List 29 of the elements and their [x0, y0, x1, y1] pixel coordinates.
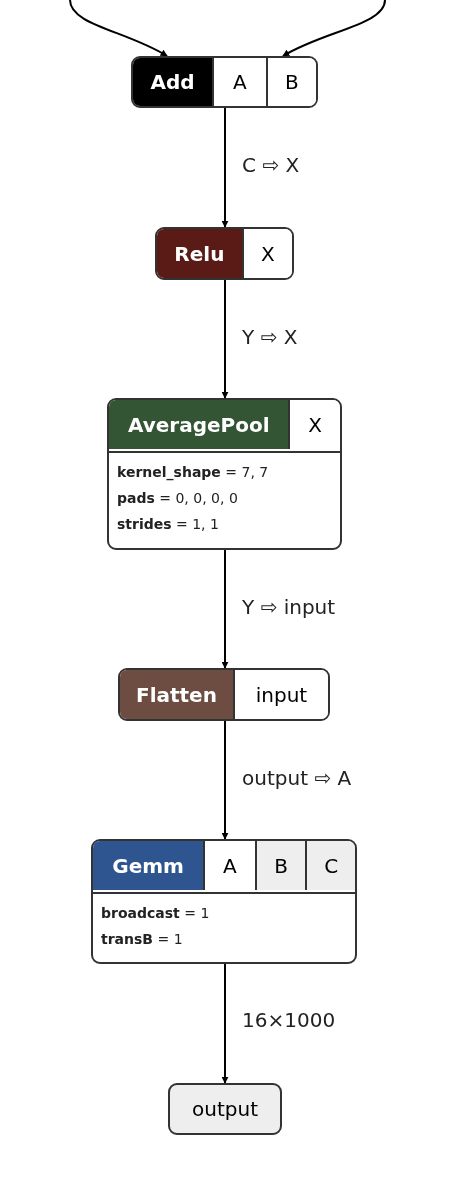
input-name: input: [232, 670, 328, 719]
output-node: output: [168, 1083, 282, 1135]
operator-node: [118, 668, 330, 721]
operator-node: [155, 227, 294, 280]
input-name: B: [254, 841, 306, 890]
operator-label: AveragePool: [109, 400, 289, 449]
arrow: [221, 963, 229, 1084]
operator-label: Add: [133, 58, 213, 106]
operator-node: [107, 398, 342, 550]
attribute-text: kernel_shape = 7, 7: [117, 463, 270, 483]
operator-label: Relu: [157, 229, 242, 278]
arrow: [221, 279, 229, 399]
operator-node: [131, 56, 318, 108]
input-name: B: [265, 58, 316, 106]
attribute-text: broadcast = 1: [101, 904, 211, 923]
arrow: [221, 107, 229, 228]
arrow: [221, 720, 229, 840]
arrow: [69, 0, 168, 57]
arrow: [282, 0, 386, 57]
operator-label: Flatten: [120, 670, 233, 719]
attribute-text: strides = 1, 1: [117, 515, 220, 534]
attribute-text: pads = 0, 0, 0, 0: [117, 489, 239, 508]
input-name: C: [305, 841, 355, 890]
operator-label: Gemm: [93, 841, 204, 890]
operator-node: [91, 839, 357, 964]
input-name: X: [288, 400, 340, 449]
input-name: X: [241, 229, 292, 278]
attribute-text: transB = 1: [101, 930, 184, 949]
arrow: [221, 549, 229, 669]
